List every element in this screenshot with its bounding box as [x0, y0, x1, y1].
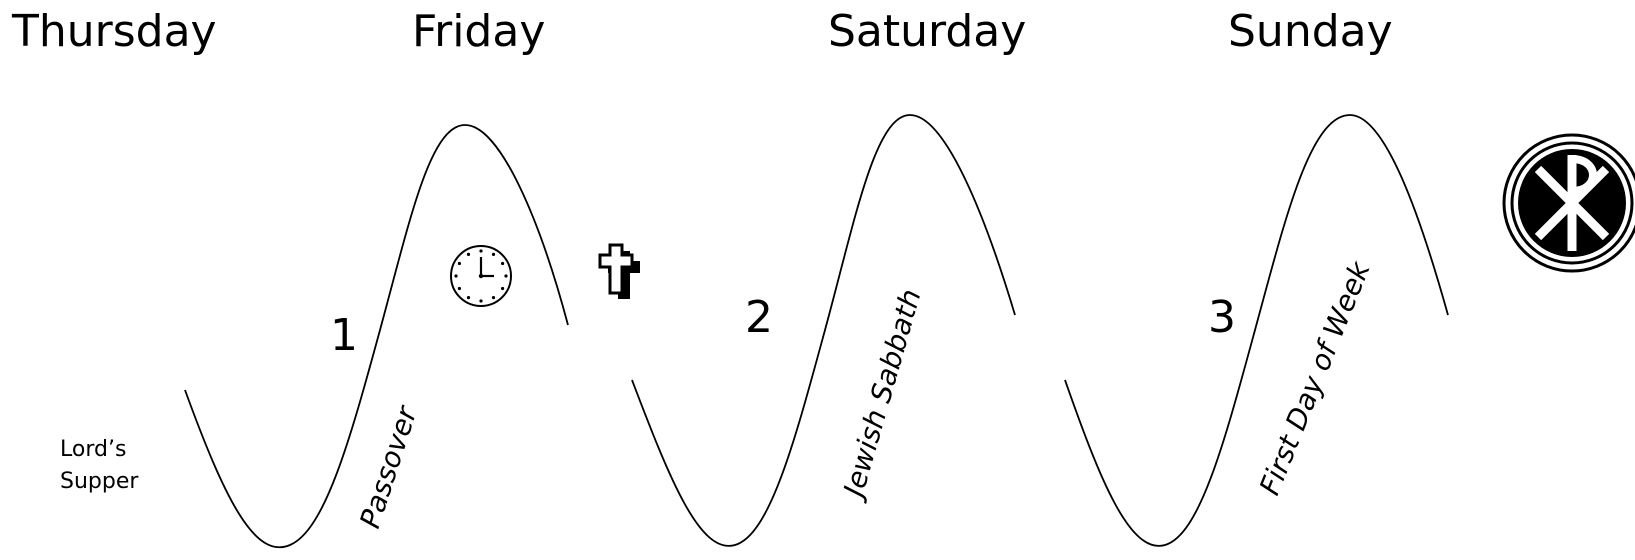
day-saturday: Saturday: [828, 6, 1026, 57]
clock-icon: [450, 245, 512, 307]
number-2: 2: [745, 292, 773, 343]
day-sunday: Sunday: [1228, 6, 1393, 57]
lords-supper-line2: Supper: [60, 469, 139, 494]
cross-icon: [598, 243, 640, 299]
day-thursday: Thursday: [11, 6, 217, 57]
number-1: 1: [330, 310, 358, 361]
label-first-day-of-week: First Day of Week: [1253, 255, 1377, 499]
chi-rho-icon: [1502, 133, 1635, 273]
wave-3: [1064, 114, 1449, 547]
wave-1: [184, 124, 569, 548]
lords-supper-line1: Lord’s: [60, 437, 126, 462]
wave-2: [631, 114, 1016, 547]
label-jewish-sabbath: Jewish Sabbath: [836, 285, 928, 504]
label-passover: Passover: [353, 401, 424, 532]
day-friday: Friday: [412, 6, 545, 57]
number-3: 3: [1208, 292, 1236, 343]
